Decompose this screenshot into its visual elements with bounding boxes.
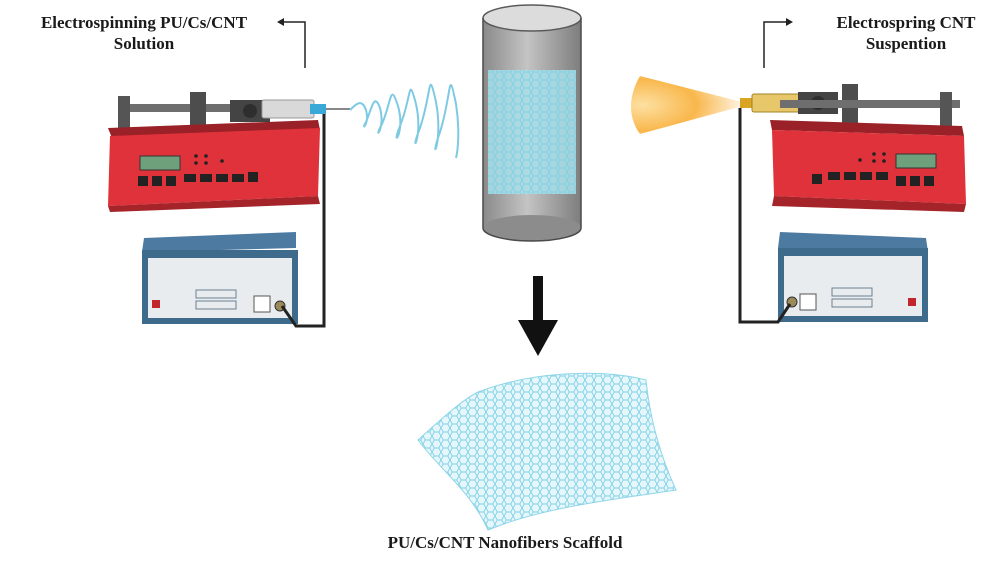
power-supply-left — [142, 232, 298, 324]
drum-collector — [482, 4, 582, 242]
label-left-line2: Solution — [113, 34, 175, 53]
cable-right — [738, 108, 792, 324]
syringe-pump-left — [108, 92, 350, 212]
spray-cone — [631, 76, 750, 134]
label-right-line1: Electrospring CNT — [836, 13, 976, 32]
label-right: Electrospring CNT Suspention — [818, 12, 994, 54]
right-label-arrow — [763, 18, 793, 68]
power-supply-right — [778, 232, 928, 322]
down-arrow-icon — [518, 276, 558, 356]
syringe-pump-right — [740, 84, 966, 212]
cable-left — [280, 114, 326, 328]
fiber-jet — [349, 83, 460, 159]
label-left-line1: Electrospinning PU/Cs/CNT — [40, 13, 248, 32]
scaffold-mesh-icon — [417, 372, 677, 531]
left-label-arrow — [277, 18, 306, 68]
label-left: Electrospinning PU/Cs/CNT Solution — [4, 12, 284, 54]
label-scaffold: PU/Cs/CNT Nanofibers Scaffold — [387, 533, 623, 552]
label-right-line2: Suspention — [865, 34, 947, 53]
